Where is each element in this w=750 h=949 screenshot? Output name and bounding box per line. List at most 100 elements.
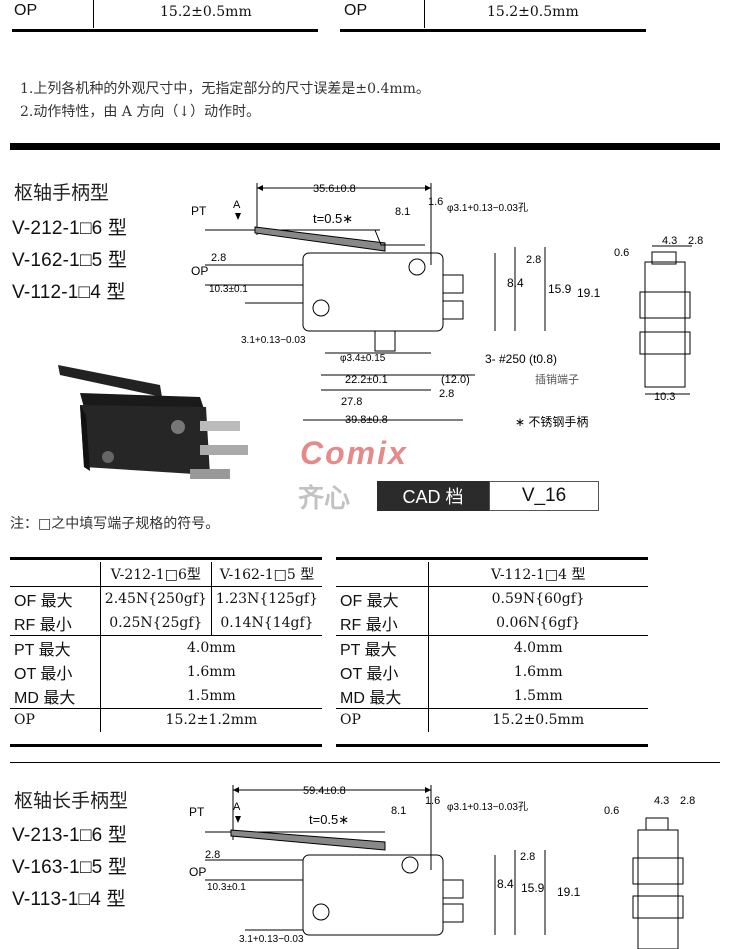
s2-dim-2-8-left: 2.8 [205,849,220,861]
s2-dim-8-1: 8.1 [391,805,406,817]
spec-right-rf-label: RF 最小 [340,616,398,634]
spec-left-rf-a: 0.25N{25gf} [99,610,212,635]
dim-8-4: 8.4 [507,276,524,290]
watermark-cn: 齐心 [298,484,351,514]
section2-divider [10,762,720,763]
spec-left-header-a: V-212-1□6型 [99,562,212,586]
spec-right-op-value: 15.2±0.5mm [427,707,648,732]
dim-stainless: ∗ 不锈钢手柄 [515,415,588,429]
spec-left-md-label: MD 最大 [14,689,76,707]
note-line-1: 1.上列各机种的外观尺寸中，无指定部分的尺寸误差是±0.4mm。 [20,81,430,97]
s2-dim-op: OP [189,865,206,879]
dim-22-2: 22.2±0.1 [345,374,388,386]
section1-side-view: 0.6 4.3 2.8 10.3 [614,235,703,403]
spec-right-md-value: 1.5mm [427,683,648,708]
dim-2-8-right: 2.8 [526,254,541,266]
spec-right-bottom-rule [336,744,648,747]
s2-dim-a: A [233,801,241,813]
dim-a: A [233,199,241,211]
top-op-label-right: OP [344,2,368,19]
spec-left-of-b: 1.23N{125gf} [210,585,322,611]
spec-left-md-value: 1.5mm [99,683,322,708]
spec-right-ot-label: OT 最小 [340,665,399,683]
spec-right-op-label: OP [336,707,428,732]
section2-model-3: V-113-1□4 型 [12,889,126,910]
s2-dim-15-9: 15.9 [521,881,545,895]
top-divider-right [424,0,425,28]
section1-model-3: V-112-1□4 型 [12,282,126,303]
spec-right-rf-value: 0.06N{6gf} [427,610,648,635]
top-table-rule-left [12,29,318,32]
dim-pt: PT [191,204,207,218]
spec-right-of-value: 0.59N{60gf} [427,585,648,611]
dim-1-6: 1.6 [428,196,443,208]
note-line-2: 2.动作特性，由 A 方向（↓）动作时。 [20,104,261,120]
spec-left-pt-label: PT 最大 [10,634,101,660]
switch-product-photo [58,365,248,479]
dim-3-1: 3.1+0.13−0.03 [241,335,306,346]
s2-dim-hole: φ3.1+0.13−0.03孔 [447,801,528,813]
cad-value: V_16 [489,481,599,511]
spec-right-of-label: OF 最大 [336,585,428,611]
section2-model-1: V-213-1□6 型 [12,825,128,846]
dim-op: OP [191,264,208,278]
s2-side-dim-2-8: 2.8 [680,795,695,807]
dim-3-4: φ3.4±0.15 [340,353,386,364]
dim-t: t=0.5∗ [313,211,353,226]
spec-left-header-b: V-162-1□5 型 [210,562,322,586]
footnote: 注：□之中填写端子规格的符号。 [10,516,220,532]
s2-dim-3-1: 3.1+0.13−0.03 [239,934,304,945]
s2-side-dim-0-6: 0.6 [604,805,619,817]
spec-right-header: V-112-1□4 型 [427,562,648,586]
s2-dim-59-4: 59.4±0.8 [303,785,346,797]
section1-model-2: V-162-1□5 型 [12,250,128,271]
s2-dim-pt: PT [189,805,205,819]
s2-dim-2-8-right: 2.8 [520,851,535,863]
dim-10-3: 10.3±0.1 [209,284,248,295]
dim-27-8: 27.8 [341,396,362,408]
dim-35-6: 35.6±0.8 [313,183,356,195]
top-divider-left [93,0,94,28]
dim-19-1: 19.1 [577,286,601,300]
spec-left-of-a: 2.45N{250gf} [99,585,212,611]
spec-left-of-label: OF 最大 [10,585,101,611]
spec-right-top-rule [336,557,648,560]
dim-hole: φ3.1+0.13−0.03孔 [447,202,528,214]
spec-left-top-rule [10,557,322,560]
dim-terminal-cn: 插销端子 [535,372,579,386]
top-table-rule-right [340,29,646,32]
spec-table-left: V-212-1□6型 V-162-1□5 型 OF 最大 2.45N{250gf… [10,562,322,732]
s2-dim-19-1: 19.1 [557,885,581,899]
spec-right-pt-value: 4.0mm [427,634,648,660]
spec-left-op-label: OP [10,707,101,732]
section2-model-2: V-163-1□5 型 [12,857,128,878]
dim-15-9: 15.9 [548,282,572,296]
section2-side-view: 0.6 4.3 2.8 [604,795,695,949]
spec-right-ot-value: 1.6mm [427,659,648,684]
top-op-value-left: 15.2±0.5mm [160,4,252,20]
section1-dimension-drawing: 35.6±0.8 PT A t=0.5∗ 8.1 1.6 φ3.1+0.13−0… [191,183,601,429]
dim-12-0: (12.0) [441,374,470,386]
side-dim-4-3: 4.3 [662,235,677,247]
spec-left-bottom-rule [10,744,322,747]
section-divider [10,143,720,150]
dim-2-8-left: 2.8 [211,252,226,264]
dim-terminal: 3- #250 (t0.8) [485,352,557,366]
watermark-logo: Comix [300,435,408,471]
top-op-value-right: 15.2±0.5mm [487,4,579,20]
spec-left-rf-b: 0.14N{14gf} [210,610,322,635]
top-op-label-left: OP [14,2,38,19]
section1-title: 枢轴手柄型 [14,182,110,204]
s2-dim-10-3: 10.3±0.1 [207,882,246,893]
side-dim-2-8: 2.8 [688,235,703,247]
spec-table-right: V-112-1□4 型 OF 最大 0.59N{60gf} RF 最小 0.06… [336,562,648,732]
spec-right-pt-label: PT 最大 [336,634,428,660]
spec-left-op-value: 15.2±1.2mm [99,707,322,732]
s2-dim-t: t=0.5∗ [309,812,349,827]
dim-8-1: 8.1 [395,206,410,218]
section2-title: 枢轴长手柄型 [14,790,129,812]
dim-39-8: 39.8±0.8 [345,414,388,426]
s2-dim-8-4: 8.4 [497,877,514,891]
section1-model-1: V-212-1□6 型 [12,218,128,239]
side-dim-10-3: 10.3 [654,391,675,403]
